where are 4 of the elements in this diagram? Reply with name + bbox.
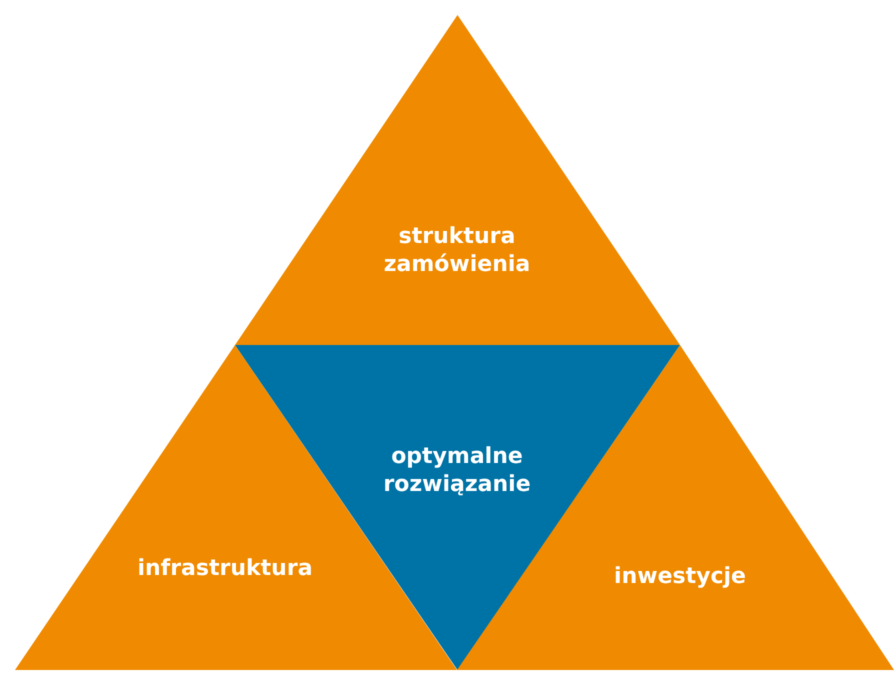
segment-label: infrastruktura <box>136 555 314 583</box>
segment-label: optymalne rozwiązanie <box>382 443 532 499</box>
segment-label: inwestycje <box>613 563 747 591</box>
segment-label: struktura zamówienia <box>382 223 532 279</box>
